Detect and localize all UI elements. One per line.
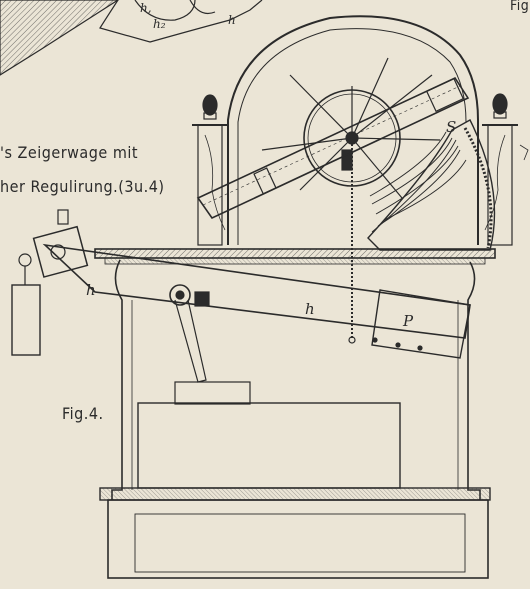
prev-figure-fragment — [0, 0, 263, 76]
label-h-left: h — [86, 281, 96, 299]
label-h-top: h — [228, 13, 236, 27]
label-h-right: h — [305, 300, 315, 318]
dial-housing — [192, 15, 518, 246]
base-box — [99, 381, 491, 579]
frame-legs — [111, 259, 481, 500]
counterweight — [11, 209, 89, 356]
label-h1: h, — [140, 1, 152, 15]
caption-line-2: her Regulirung.(3u.4) — [0, 177, 165, 196]
label-s: S — [446, 118, 457, 136]
weighing-platform — [94, 248, 496, 265]
lower-beam — [42, 243, 471, 383]
caption-line-1: 's Zeigerwage mit — [0, 143, 138, 162]
corner-figure-label: Fig — [510, 0, 530, 14]
figure-label: Fig.4. — [62, 404, 104, 423]
label-h2: h₂ — [153, 17, 166, 31]
graduated-sector — [367, 119, 496, 251]
upper-beam — [196, 76, 470, 220]
label-p: P — [403, 312, 414, 330]
